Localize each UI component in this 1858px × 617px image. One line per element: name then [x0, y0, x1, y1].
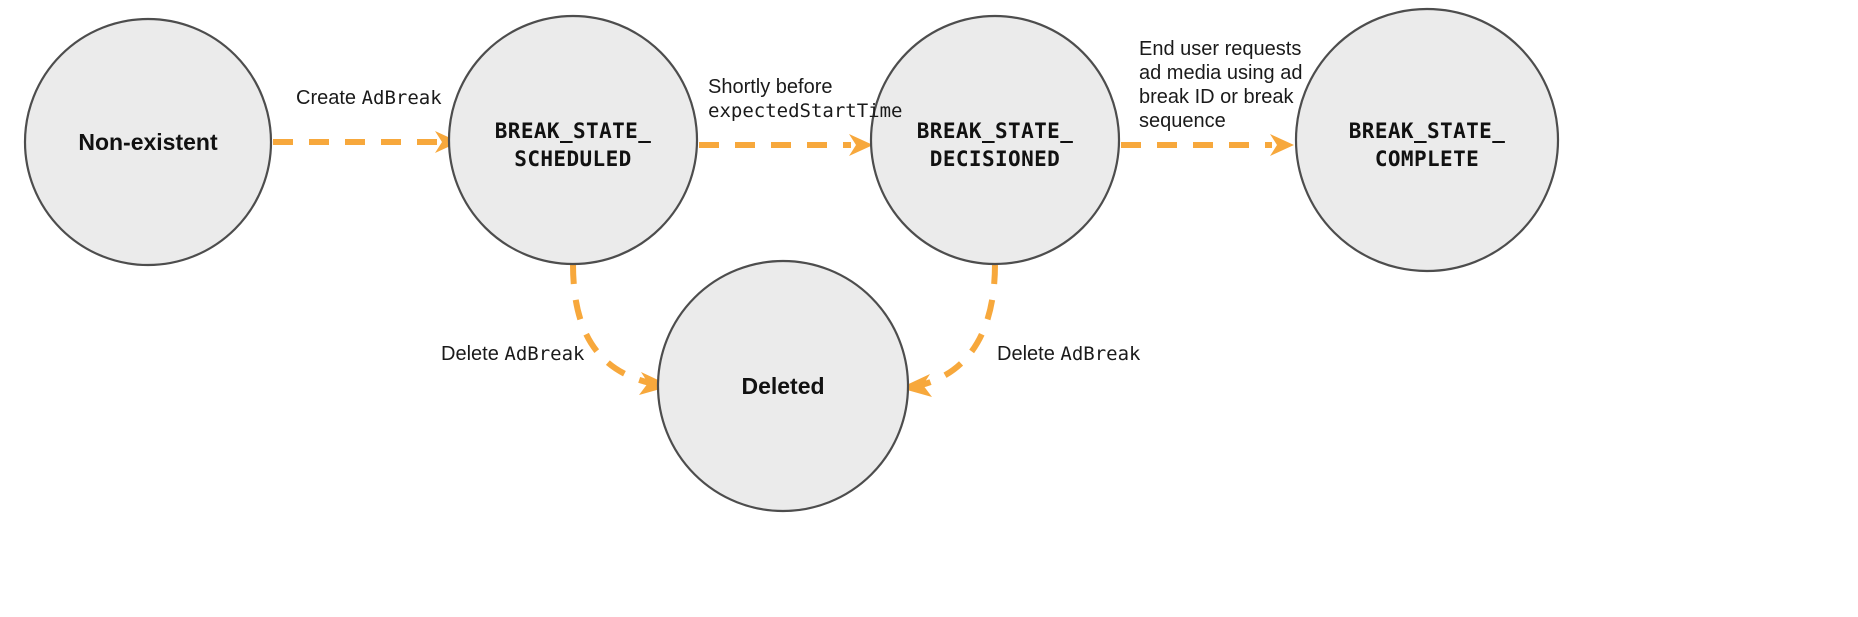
node-non-existent[interactable]: Non-existent — [23, 17, 273, 267]
edge-create-adbreak — [273, 131, 459, 153]
node-deleted-label: Deleted — [741, 373, 824, 399]
edge-decisioned-to-deleted-arrowhead — [900, 374, 932, 397]
node-break-state-decisioned-label-line2: DECISIONED — [930, 147, 1060, 171]
node-deleted[interactable]: Deleted — [656, 259, 910, 513]
edge-label-scheduled-to-deleted: Delete AdBreak — [441, 343, 585, 365]
edge-label-delete-right-word1: Delete — [997, 343, 1060, 365]
svg-text:Delete AdBreak: Delete AdBreak — [997, 343, 1141, 365]
edge-scheduled-to-deleted — [570, 263, 671, 395]
node-break-state-complete[interactable]: BREAK_STATE_ COMPLETE — [1294, 7, 1560, 273]
edge-label-delete-left-word2: AdBreak — [504, 343, 585, 365]
edge-label-delete-right-word2: AdBreak — [1060, 343, 1141, 365]
node-break-state-decisioned[interactable]: BREAK_STATE_ DECISIONED — [869, 14, 1121, 266]
edge-decisioned-to-deleted-line — [920, 263, 998, 388]
node-break-state-scheduled-shape[interactable] — [447, 14, 699, 266]
node-break-state-complete-label-line2: COMPLETE — [1375, 147, 1479, 171]
edge-label-end-user-line2: ad media using ad — [1139, 62, 1302, 84]
node-break-state-complete-shape[interactable] — [1294, 7, 1560, 273]
node-non-existent-shape[interactable] — [23, 17, 273, 267]
edge-label-end-user-line1: End user requests — [1139, 38, 1301, 60]
edge-label-end-user-line3: break ID or break — [1139, 86, 1295, 108]
edge-decisioned-to-deleted — [900, 263, 998, 397]
node-break-state-scheduled-label-line2: SCHEDULED — [514, 147, 631, 171]
edge-label-shortly-before: Shortly before — [708, 76, 833, 98]
edge-scheduled-to-decisioned — [699, 134, 873, 156]
edge-label-create-adbreak-word2: AdBreak — [362, 87, 443, 109]
edge-decisioned-to-complete — [1121, 134, 1294, 156]
node-break-state-decisioned-label-line1: BREAK_STATE_ — [917, 119, 1074, 143]
edge-label-create-adbreak-word1: Create — [296, 87, 362, 109]
edge-label-scheduled-to-decisioned: Shortly before expectedStartTime — [708, 76, 902, 122]
svg-text:Delete AdBreak: Delete AdBreak — [441, 343, 585, 365]
edge-label-create-adbreak: Create AdBreak — [296, 87, 442, 109]
edge-decisioned-to-complete-arrowhead — [1270, 134, 1294, 156]
node-break-state-scheduled-label-line1: BREAK_STATE_ — [495, 119, 652, 143]
edge-label-expected-start-time: expectedStartTime — [708, 100, 902, 122]
edge-label-end-user-line4: sequence — [1139, 110, 1226, 132]
node-break-state-complete-label-line1: BREAK_STATE_ — [1349, 119, 1506, 143]
node-deleted-shape[interactable] — [656, 259, 910, 513]
svg-text:Create AdBreak: Create AdBreak — [296, 87, 442, 109]
edge-label-decisioned-to-deleted: Delete AdBreak — [997, 343, 1141, 365]
edge-create-adbreak-arrowhead — [435, 131, 459, 153]
edge-scheduled-to-deleted-arrowhead — [639, 372, 671, 395]
edge-label-delete-left-word1: Delete — [441, 343, 504, 365]
node-non-existent-label: Non-existent — [78, 129, 218, 155]
node-break-state-decisioned-shape[interactable] — [869, 14, 1121, 266]
edge-scheduled-to-decisioned-arrowhead — [849, 134, 873, 156]
edge-label-decisioned-to-complete: End user requests ad media using ad brea… — [1139, 38, 1302, 132]
edge-scheduled-to-deleted-line — [570, 263, 651, 386]
node-break-state-scheduled[interactable]: BREAK_STATE_ SCHEDULED — [447, 14, 699, 266]
